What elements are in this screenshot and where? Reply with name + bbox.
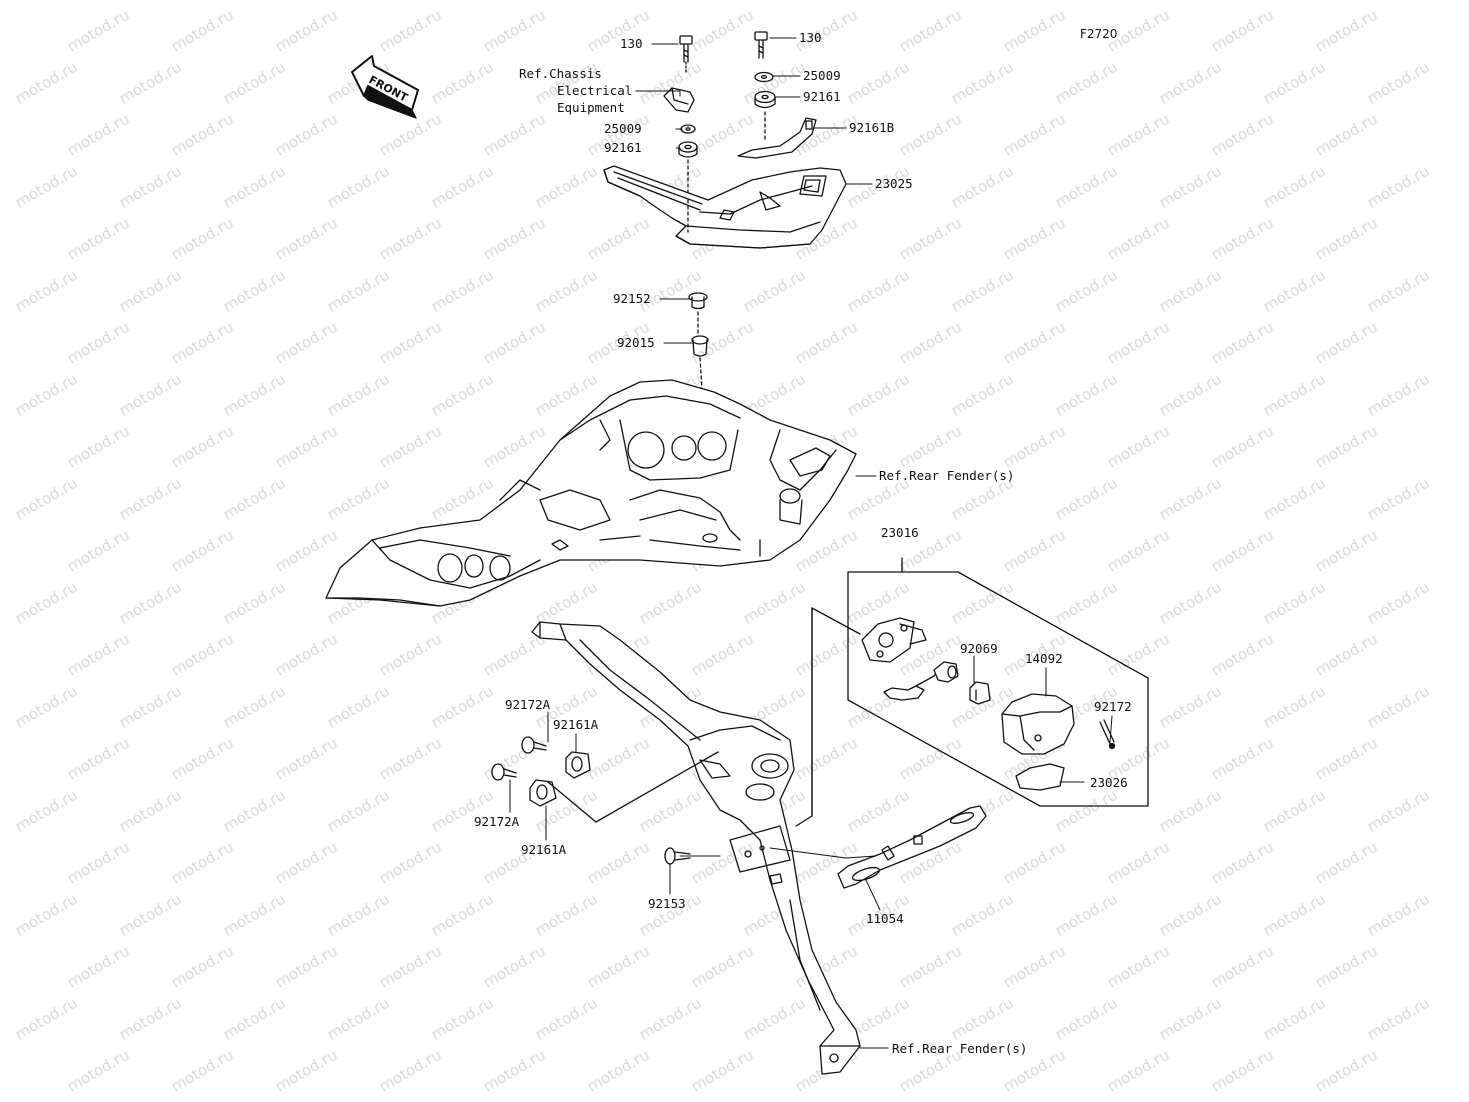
tail-light-23025 <box>604 166 846 248</box>
part-label-92161B: 92161B <box>849 120 895 135</box>
rear-fender-body <box>326 380 856 606</box>
clamp-chassis <box>664 88 694 112</box>
washer-25009-right <box>755 73 773 82</box>
wire-connector <box>884 668 940 700</box>
bolt-130-right <box>755 32 767 58</box>
part-label-23016: 23016 <box>881 525 919 540</box>
screw-92172A-top <box>522 737 546 753</box>
part-label-92069: 92069 <box>960 641 998 656</box>
part-label-92161A-bottom: 92161A <box>521 842 567 857</box>
damper-92161A-top <box>566 752 590 778</box>
screw-92172A-bottom <box>492 764 516 780</box>
collar-92152 <box>689 293 707 309</box>
part-label-92172A-bottom: 92172A <box>474 814 520 829</box>
lens-plate-23026 <box>1016 764 1064 790</box>
part-label-92153: 92153 <box>648 896 686 911</box>
grommet-92161-right <box>755 92 775 108</box>
part-label-11054: 11054 <box>866 911 904 926</box>
ref-chassis-line2: Electrical <box>557 83 633 98</box>
bolt-130-left <box>680 36 692 72</box>
part-label-23026: 23026 <box>1090 775 1128 790</box>
part-label-92161-left: 92161 <box>604 140 642 155</box>
bulb-92069 <box>970 682 990 704</box>
light-base-plate <box>862 618 926 662</box>
ref-chassis-line1: Ref.Chassis <box>519 66 602 81</box>
part-label-130-left: 130 <box>620 36 643 51</box>
ref-rear-fender-lower: Ref.Rear Fender(s) <box>892 1041 1028 1056</box>
part-label-92015: 92015 <box>617 335 655 350</box>
screw-92172 <box>1100 720 1115 749</box>
bushing-92015 <box>692 336 708 356</box>
bracket-92161B <box>738 118 816 158</box>
ref-chassis-line3: Equipment <box>557 100 625 115</box>
lens-housing-14092 <box>1002 694 1074 754</box>
license-light-assembly-outline <box>796 558 1148 826</box>
license-plate-bracket <box>532 622 860 1074</box>
reflector-bracket-11054 <box>838 806 986 888</box>
front-arrow-icon: FRONT <box>352 56 418 118</box>
damper-92161A-bottom <box>530 780 556 806</box>
ref-rear-fender-upper: Ref.Rear Fender(s) <box>879 468 1015 483</box>
leader-line <box>548 752 718 822</box>
part-label-130-right: 130 <box>799 30 822 45</box>
part-label-92152: 92152 <box>613 291 651 306</box>
part-label-92172: 92172 <box>1094 699 1132 714</box>
figure-id: F2720 <box>1080 27 1118 41</box>
part-label-14092: 14092 <box>1025 651 1063 666</box>
bulb-socket-92069 <box>934 662 958 682</box>
part-label-92172A-top: 92172A <box>505 697 551 712</box>
washer-25009-left <box>681 125 695 133</box>
leader-lines <box>510 38 1112 1048</box>
part-label-25009-right: 25009 <box>803 68 841 83</box>
part-label-92161A-top: 92161A <box>553 717 599 732</box>
grommet-92161-left <box>679 142 697 157</box>
part-label-25009-left: 25009 <box>604 121 642 136</box>
part-label-23025: 23025 <box>875 176 913 191</box>
part-label-92161-right: 92161 <box>803 89 841 104</box>
